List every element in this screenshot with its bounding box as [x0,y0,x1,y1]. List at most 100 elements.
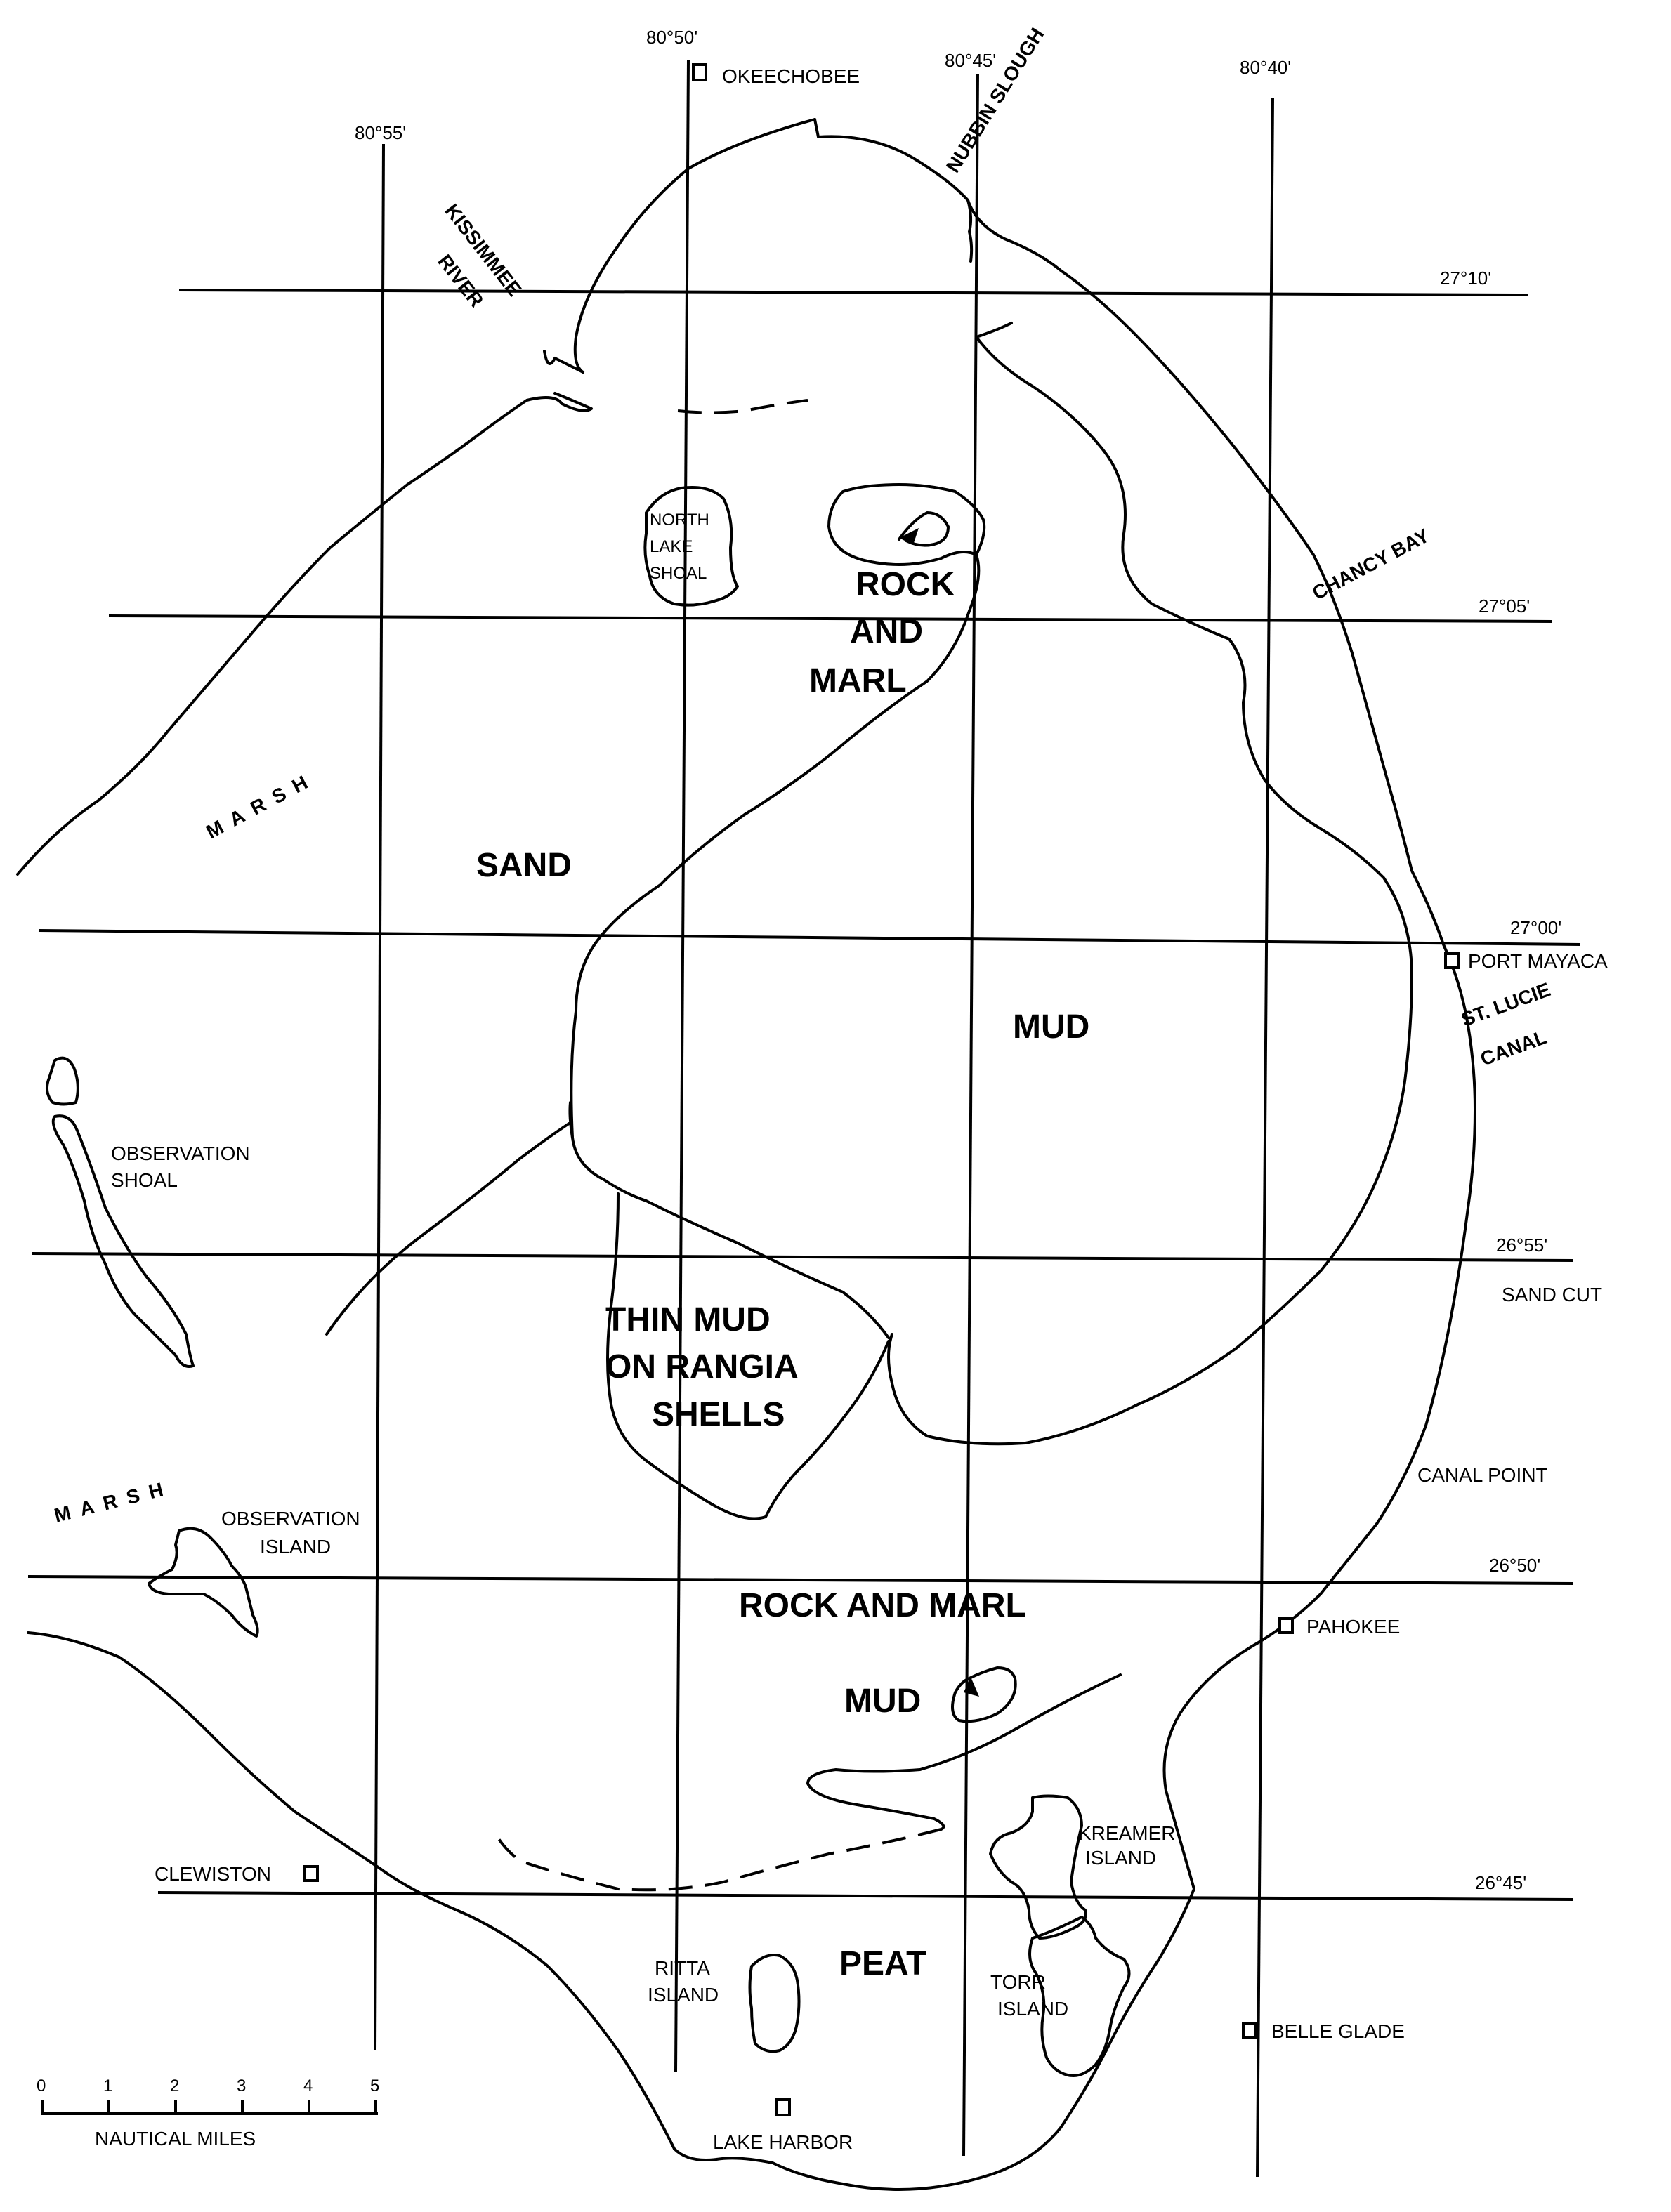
rock-marl-north-loop [827,483,986,566]
meridian-label-80-50: 80°50' [646,27,697,48]
kissimmee-mouth [543,350,584,374]
scale-label-3: 3 [237,2076,246,2095]
okeechobee-label: OKEECHOBEE [722,65,860,87]
parallel-27-05 [108,614,1553,623]
sediment-labels: ROCK AND MARL SAND MUD THIN MUD ON RANGI… [476,566,1089,1982]
pahokee-label: PAHOKEE [1306,1616,1400,1638]
rock-marl-north-label-1: ROCK [856,566,955,603]
coordinate-labels: 80°55' 80°50' 80°45' 80°40' 27°10' 27°05… [355,27,1561,1893]
observation-island-label-1: OBSERVATION [221,1508,360,1529]
observation-island [148,1527,259,1638]
chancy-bay-label: CHANCY BAY [1309,525,1433,605]
observation-shoal-label-2: SHOAL [111,1169,178,1191]
parallel-label-27-05: 27°05' [1479,595,1530,617]
observation-island-label-2: ISLAND [260,1536,331,1558]
lake-shoreline [16,118,1476,2191]
parallel-26-45 [157,1891,1574,1901]
rock-marl-north-label-3: MARL [809,662,907,699]
thin-mud-label-3: SHELLS [652,1396,785,1433]
north-notch [966,199,974,263]
meridian-label-80-40: 80°40' [1240,57,1291,78]
observation-shoal [51,1114,195,1368]
south-mud-loop [951,1666,1017,1723]
mud-south-label: MUD [844,1683,921,1720]
west-sand-divider [325,1122,570,1336]
scale-label-4: 4 [303,2076,313,2095]
parallel-lines [27,289,1581,1901]
thin-mud-label-1: THIN MUD [605,1301,771,1338]
belle-glade-label: BELLE GLADE [1271,2020,1405,2042]
sand-cut-label: SAND CUT [1502,1284,1602,1305]
lake-harbor-marker [775,2098,791,2116]
torr-island-label-1: TORR [990,1971,1046,1993]
scale-label-0: 0 [37,2076,46,2095]
st-lucie-canal-label-2: CANAL [1477,1026,1549,1070]
nubbin-slough-label: NUBBIN SLOUGH [942,24,1049,176]
scale-caption: NAUTICAL MILES [95,2128,256,2150]
sand-mud-boundary [570,553,981,1339]
south-rock-marl-boundary [806,1673,1122,1831]
parallel-26-50 [27,1575,1574,1585]
east-shoreline [673,118,1476,2191]
rock-marl-north-pocket [898,511,950,547]
marsh-label-south: MARSH [52,1476,175,1527]
south-mud-arrow [964,1677,979,1697]
sediment-boundaries [325,322,1413,1892]
nw-marsh-edge [16,392,593,876]
rock-marl-north-label-2: AND [850,613,923,650]
north-inner-line [975,322,1013,338]
meridian-lines [374,59,1274,2178]
meridian-80-45 [962,73,979,2157]
parallel-label-27-00: 27°00' [1510,917,1561,938]
observation-shoal-label-1: OBSERVATION [111,1143,250,1164]
torr-island-label-2: ISLAND [997,1998,1068,2020]
parallel-27-10 [178,289,1528,296]
peat-label: PEAT [839,1945,926,1982]
meridian-80-55 [374,143,385,2051]
lake-harbor-label: LAKE HARBOR [713,2131,853,2153]
mud-label: MUD [1013,1008,1089,1046]
thin-mud-label-2: ON RANGIA [605,1348,799,1385]
parallel-label-26-50: 26°50' [1489,1555,1540,1576]
scale-label-1: 1 [103,2076,112,2095]
place-labels: OKEECHOBEE PORT MAYACA PAHOKEE CLEWISTON… [52,24,1608,2153]
north-dashed-line [677,399,808,414]
clewiston-marker [303,1865,319,1882]
thin-mud-boundary [606,1192,890,1520]
north-lake-shoal-label-1: NORTH [650,511,709,529]
belle-glade-marker [1242,2022,1257,2039]
scale-label-5: 5 [370,2076,379,2095]
north-lake-shoal [643,486,739,607]
kreamer-island-label-2: ISLAND [1085,1847,1156,1869]
north-shore-upper [573,118,816,374]
meridian-label-80-45: 80°45' [945,50,996,71]
town-markers [303,63,1460,2116]
west-divider-stub [568,1101,574,1139]
west-shoreline [27,1631,676,2150]
okeechobee-marker [692,63,707,81]
port-mayaca-label: PORT MAYACA [1468,950,1608,972]
parallel-label-26-55: 26°55' [1496,1235,1547,1256]
pahokee-marker [1278,1617,1294,1634]
parallel-26-55 [31,1252,1574,1262]
kreamer-island-label-1: KREAMER [1078,1822,1175,1844]
ritta-island-label-1: RITTA [655,1957,710,1979]
clewiston-label: CLEWISTON [155,1863,271,1885]
kreamer-island [989,1794,1087,1940]
marsh-label-north: MARSH [202,767,320,843]
st-lucie-canal-label-1: ST. LUCIE [1458,978,1553,1030]
meridian-80-50 [674,59,690,2072]
islands [45,486,1131,2077]
north-lake-shoal-label-2: LAKE [650,537,693,556]
parallel-label-27-10: 27°10' [1440,268,1491,289]
ritta-island [748,1954,801,2053]
mud-boundary [887,336,1413,1446]
torr-island [1028,1916,1131,2077]
parallel-label-26-45: 26°45' [1475,1872,1526,1893]
observation-shoal-upper [45,1056,79,1106]
scale-bar: 0 1 2 3 4 5 NAUTICAL MILES [37,2076,379,2150]
port-mayaca-marker [1444,952,1460,969]
sand-label: SAND [476,847,572,884]
parallel-27-00 [38,929,1581,946]
